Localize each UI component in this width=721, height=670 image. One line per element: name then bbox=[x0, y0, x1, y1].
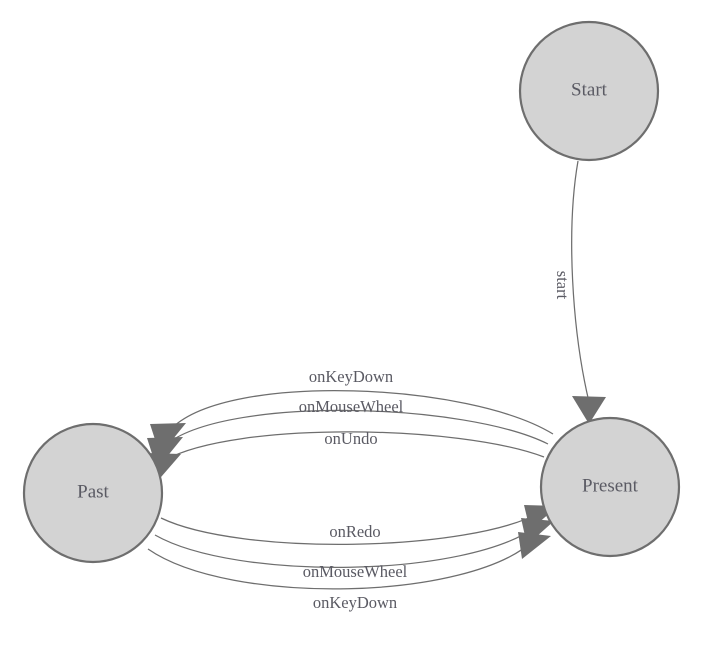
edge-label-start-to-present: start bbox=[553, 271, 572, 300]
edge-arrowhead-start-to-present bbox=[572, 396, 606, 424]
node-start-circle bbox=[518, 20, 660, 162]
edge-label-past-to-present-onkeydown: onKeyDown bbox=[313, 593, 397, 612]
edge-label-present-to-past-onundo: onUndo bbox=[324, 429, 377, 448]
edge-present-to-past-onmousewheel[interactable]: onMouseWheel bbox=[147, 397, 549, 469]
edge-path-present-to-past-onmousewheel bbox=[167, 409, 549, 445]
node-present[interactable]: Present bbox=[539, 416, 681, 558]
edge-label-past-to-present-onredo: onRedo bbox=[329, 522, 380, 541]
node-past[interactable]: Past bbox=[22, 422, 164, 564]
edge-path-present-to-past-onundo bbox=[164, 431, 545, 461]
edge-present-to-past-onundo[interactable]: onUndo bbox=[146, 429, 545, 484]
edge-past-to-present-onkeydown[interactable]: onKeyDown bbox=[147, 532, 551, 612]
edge-label-present-to-past-onmousewheel: onMouseWheel bbox=[299, 397, 404, 416]
node-present-label: Present bbox=[582, 475, 639, 496]
edge-path-past-to-present-onmousewheel bbox=[154, 525, 538, 569]
node-start[interactable]: Start bbox=[518, 20, 660, 162]
edge-arrowhead-past-to-present-onkeydown bbox=[518, 532, 551, 559]
edge-path-start-to-present bbox=[571, 160, 590, 403]
node-start-label: Start bbox=[571, 79, 608, 100]
edge-past-to-present-onredo[interactable]: onRedo bbox=[160, 505, 558, 545]
edge-start-to-present[interactable]: start bbox=[553, 160, 606, 424]
edge-path-past-to-present-onkeydown bbox=[147, 539, 535, 590]
node-past-circle bbox=[22, 422, 164, 564]
edge-path-present-to-past-onkeydown bbox=[171, 390, 554, 435]
node-past-label: Past bbox=[77, 481, 109, 502]
edge-label-past-to-present-onmousewheel: onMouseWheel bbox=[303, 562, 408, 581]
node-present-circle bbox=[539, 416, 681, 558]
edge-path-past-to-present-onredo bbox=[160, 511, 542, 545]
edge-label-present-to-past-onkeydown: onKeyDown bbox=[309, 367, 393, 386]
